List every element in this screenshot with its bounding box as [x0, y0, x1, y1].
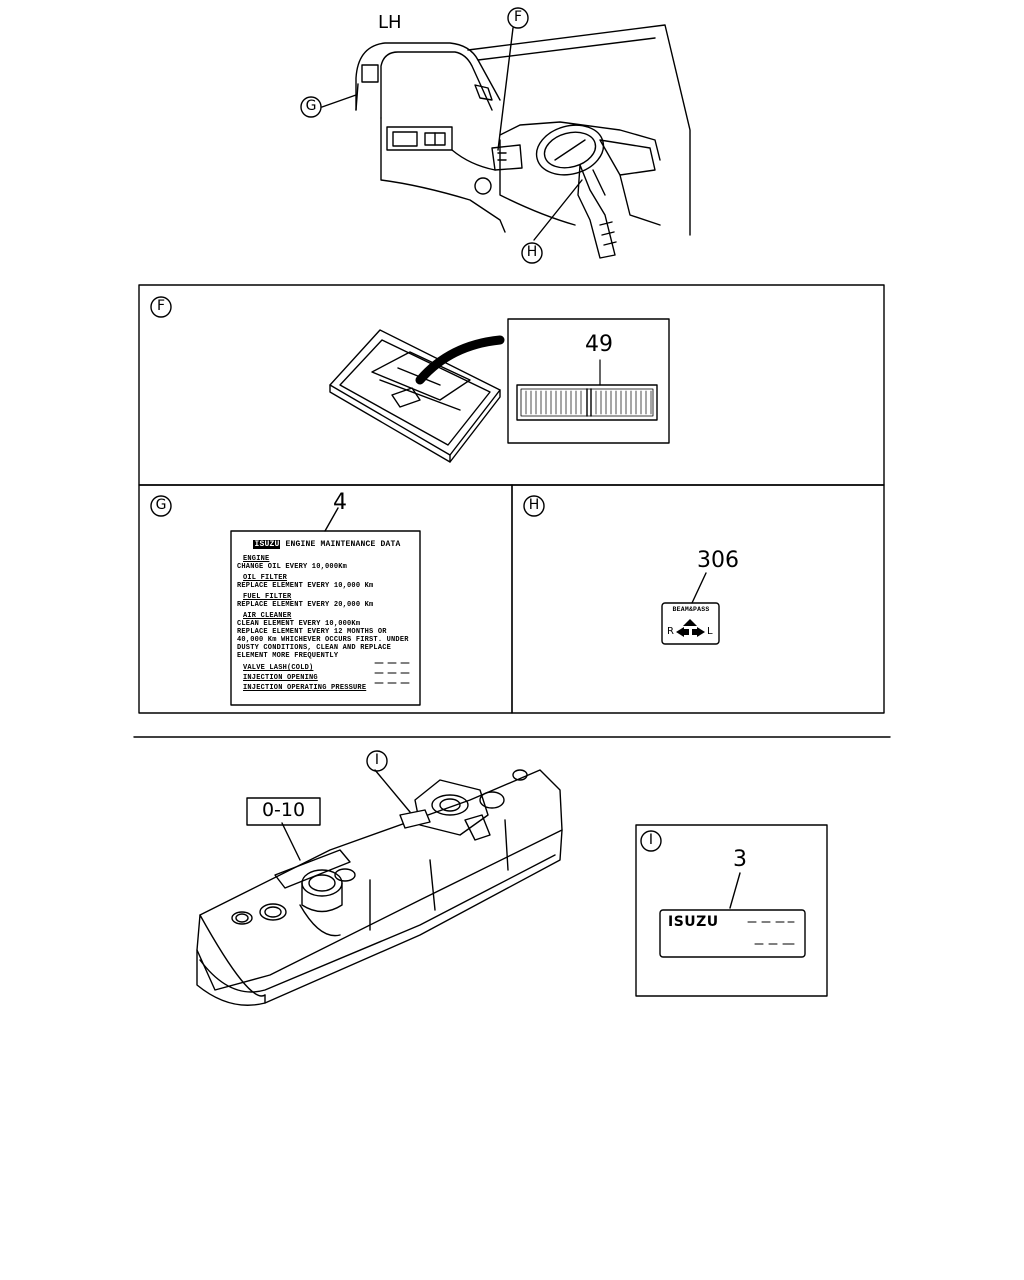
callout-circle-i-engine — [366, 750, 388, 772]
decal-engine-heading: ENGINE — [243, 555, 270, 563]
decal-title: ENGINE MAINTENANCE DATA — [285, 540, 401, 549]
decal-air-cleaner-line-4: DUSTY CONDITIONS, CLEAN AND REPLACE — [237, 644, 392, 652]
spec-value-dashes — [374, 662, 410, 684]
part-number-3: 3 — [733, 847, 747, 872]
callout-circle-h — [523, 495, 545, 517]
valve-cover-drawing — [196, 769, 563, 1006]
panel-f-frame — [138, 284, 885, 486]
callout-circle-i — [640, 830, 662, 852]
decal-brand: ISUZU — [253, 540, 281, 549]
part-box-0-10 — [246, 797, 321, 826]
lh-side-label: LH — [378, 12, 402, 33]
callout-circle-g-top — [300, 96, 322, 118]
callout-circle-f — [150, 296, 172, 318]
grille-label-49 — [516, 384, 658, 421]
panel-h-callout: H — [528, 497, 540, 513]
part-number-4: 4 — [333, 490, 347, 515]
engine-callout-i: I — [374, 752, 380, 768]
panel-i-callout: I — [648, 832, 654, 848]
beam-pass-left-letter: L — [707, 626, 713, 637]
beam-pass-decal — [661, 602, 720, 645]
isuzu-brand-text: ISUZU — [668, 914, 719, 930]
isuzu-decal — [659, 909, 806, 958]
callout-circle-f-top — [507, 7, 529, 29]
callout-circle-g — [150, 495, 172, 517]
beam-pass-text: BEAM&PASS — [672, 606, 710, 613]
decal-engine-line: CHANGE OIL EVERY 10,000Km — [237, 563, 348, 571]
decal-fuel-filter-line: REPLACE ELEMENT EVERY 20,000 Km — [237, 601, 374, 609]
callout-g-top: G — [305, 98, 317, 114]
decal-spec-valve-lash: VALVE LASH(COLD) — [243, 664, 314, 672]
panel-h-frame — [511, 484, 885, 714]
part-number-49: 49 — [585, 332, 613, 357]
part-number-0-10: 0-10 — [261, 799, 306, 821]
decal-spec-injection-opening: INJECTION OPENING — [243, 674, 318, 682]
part-number-306: 306 — [697, 548, 739, 573]
decal-air-cleaner-line-5: ELEMENT MORE FREQUENTLY — [237, 652, 339, 660]
beam-pass-right-letter: R — [667, 626, 674, 637]
callout-f-top: F — [513, 9, 523, 25]
decal-spec-injection-pressure: INJECTION OPERATING PRESSURE — [243, 684, 367, 692]
decal-air-cleaner-line-3: 40,000 Km WHICHEVER OCCURS FIRST. UNDER — [237, 636, 409, 644]
panel-i-frame — [635, 824, 828, 997]
decal-fuel-filter-heading: FUEL FILTER — [243, 593, 292, 601]
label-49-frame — [507, 318, 670, 444]
cab-interior-drawing — [321, 24, 691, 259]
glovebox-lid-drawing — [329, 329, 505, 463]
panel-g-callout: G — [155, 497, 167, 513]
callout-h-top: H — [526, 244, 538, 260]
maintenance-decal: ISUZU ENGINE MAINTENANCE DATA ENGINE CHA… — [237, 540, 417, 692]
callout-circle-h-top — [521, 242, 543, 264]
decal-oil-filter-heading: OIL FILTER — [243, 574, 288, 582]
decal-air-cleaner-line-1: CLEAN ELEMENT EVERY 10,000Km — [237, 620, 361, 628]
decal-air-cleaner-line-2: REPLACE ELEMENT EVERY 12 MONTHS OR — [237, 628, 387, 636]
decal-air-cleaner-heading: AIR CLEANER — [243, 612, 292, 620]
panel-f-callout: F — [156, 298, 166, 314]
beam-pass-arrows — [676, 619, 705, 637]
decal-oil-filter-line: REPLACE ELEMENT EVERY 10,000 Km — [237, 582, 374, 590]
